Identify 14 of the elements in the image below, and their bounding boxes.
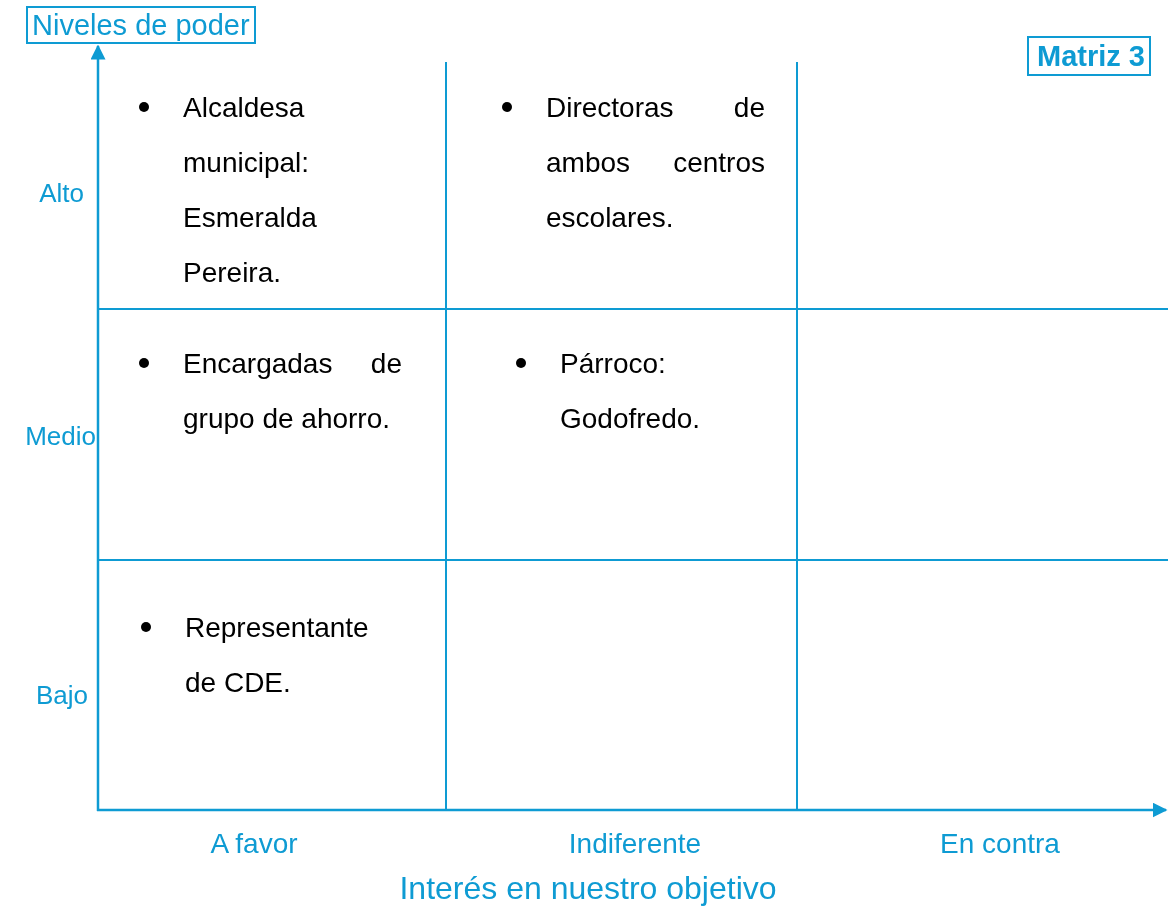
matrix-title: Matriz 3	[1027, 36, 1151, 76]
row-label: Alto	[38, 177, 84, 210]
axis-title: Interés en nuestro objetivo	[398, 870, 778, 906]
list-item: Encargadas de grupo de ahorro.	[135, 336, 402, 446]
column-label: En contra	[939, 827, 1061, 861]
list-item: Representante de CDE.	[137, 600, 405, 710]
list-item: Alcaldesa municipal: Esmeralda Pereira.	[135, 80, 402, 300]
list-item: Párroco: Godofredo.	[512, 336, 732, 446]
column-label: Indiferente	[567, 827, 703, 861]
column-label: A favor	[209, 827, 299, 861]
list-item: Directoras de ambos centros escolares.	[498, 80, 765, 245]
axis-title: Niveles de poder	[26, 6, 256, 44]
row-label: Medio	[24, 420, 96, 453]
row-label: Bajo	[34, 679, 88, 712]
